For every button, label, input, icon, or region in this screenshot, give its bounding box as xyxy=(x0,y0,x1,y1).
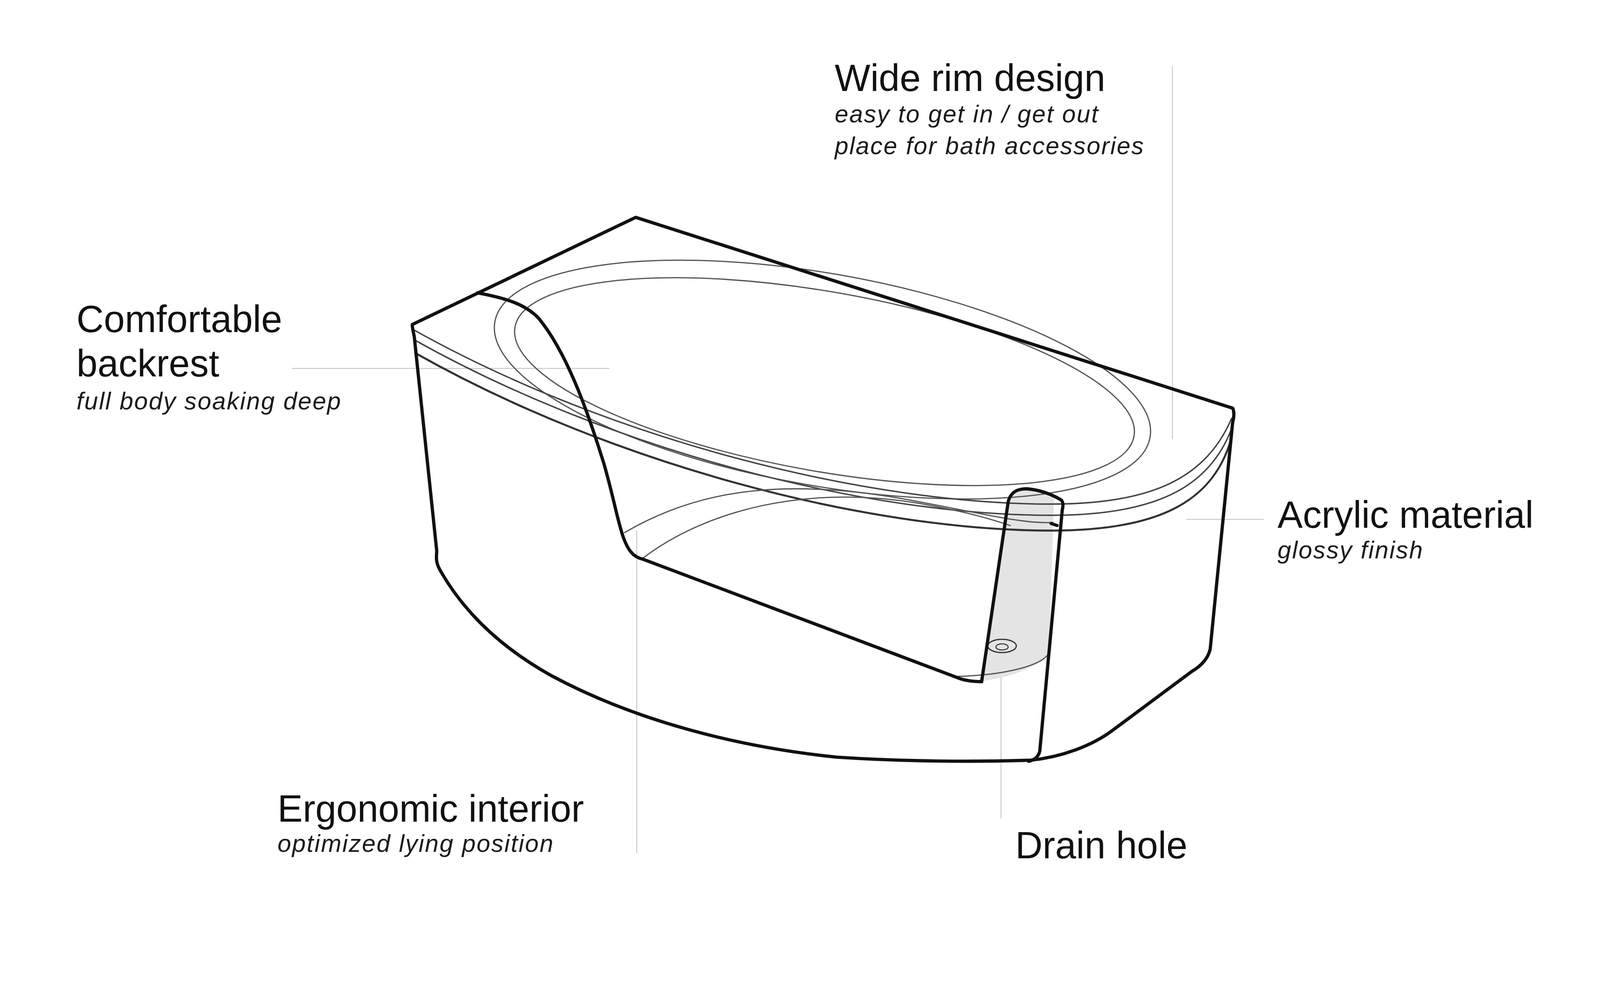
leader-line xyxy=(636,530,637,854)
cut-edge xyxy=(1050,523,1057,526)
leader-line xyxy=(1186,518,1264,520)
interior-line xyxy=(642,497,1011,559)
heading-label: Acrylic material xyxy=(1277,492,1534,538)
note-label: place for bath accessories xyxy=(834,131,1145,161)
heading-label: Ergonomic interior xyxy=(277,786,584,832)
note-label: glossy finish xyxy=(1277,535,1424,565)
tub-outline xyxy=(412,217,1235,762)
note-label: full body soaking deep xyxy=(76,386,342,416)
basin-inner xyxy=(499,238,1150,525)
cut-edge xyxy=(477,293,982,683)
drain-hole xyxy=(996,643,1009,650)
interior-line xyxy=(624,488,1053,533)
heading-label: Comfortable backrest xyxy=(76,297,332,387)
cut-section xyxy=(979,488,1055,682)
leader-line xyxy=(1000,653,1002,819)
drain-hole xyxy=(987,639,1017,653)
basin-outer xyxy=(476,217,1169,542)
cut-edge xyxy=(981,488,1063,762)
note-label: easy to get in / get out xyxy=(834,99,1100,129)
heading-label: Drain hole xyxy=(1015,823,1188,869)
heading-label: Wide rim design xyxy=(834,55,1106,101)
floor-line xyxy=(954,653,1050,677)
note-label: optimized lying position xyxy=(277,829,555,859)
leader-line xyxy=(1172,66,1173,439)
rim-edge xyxy=(415,353,1231,531)
leader-line xyxy=(292,367,610,369)
rim-edge xyxy=(413,329,1232,505)
